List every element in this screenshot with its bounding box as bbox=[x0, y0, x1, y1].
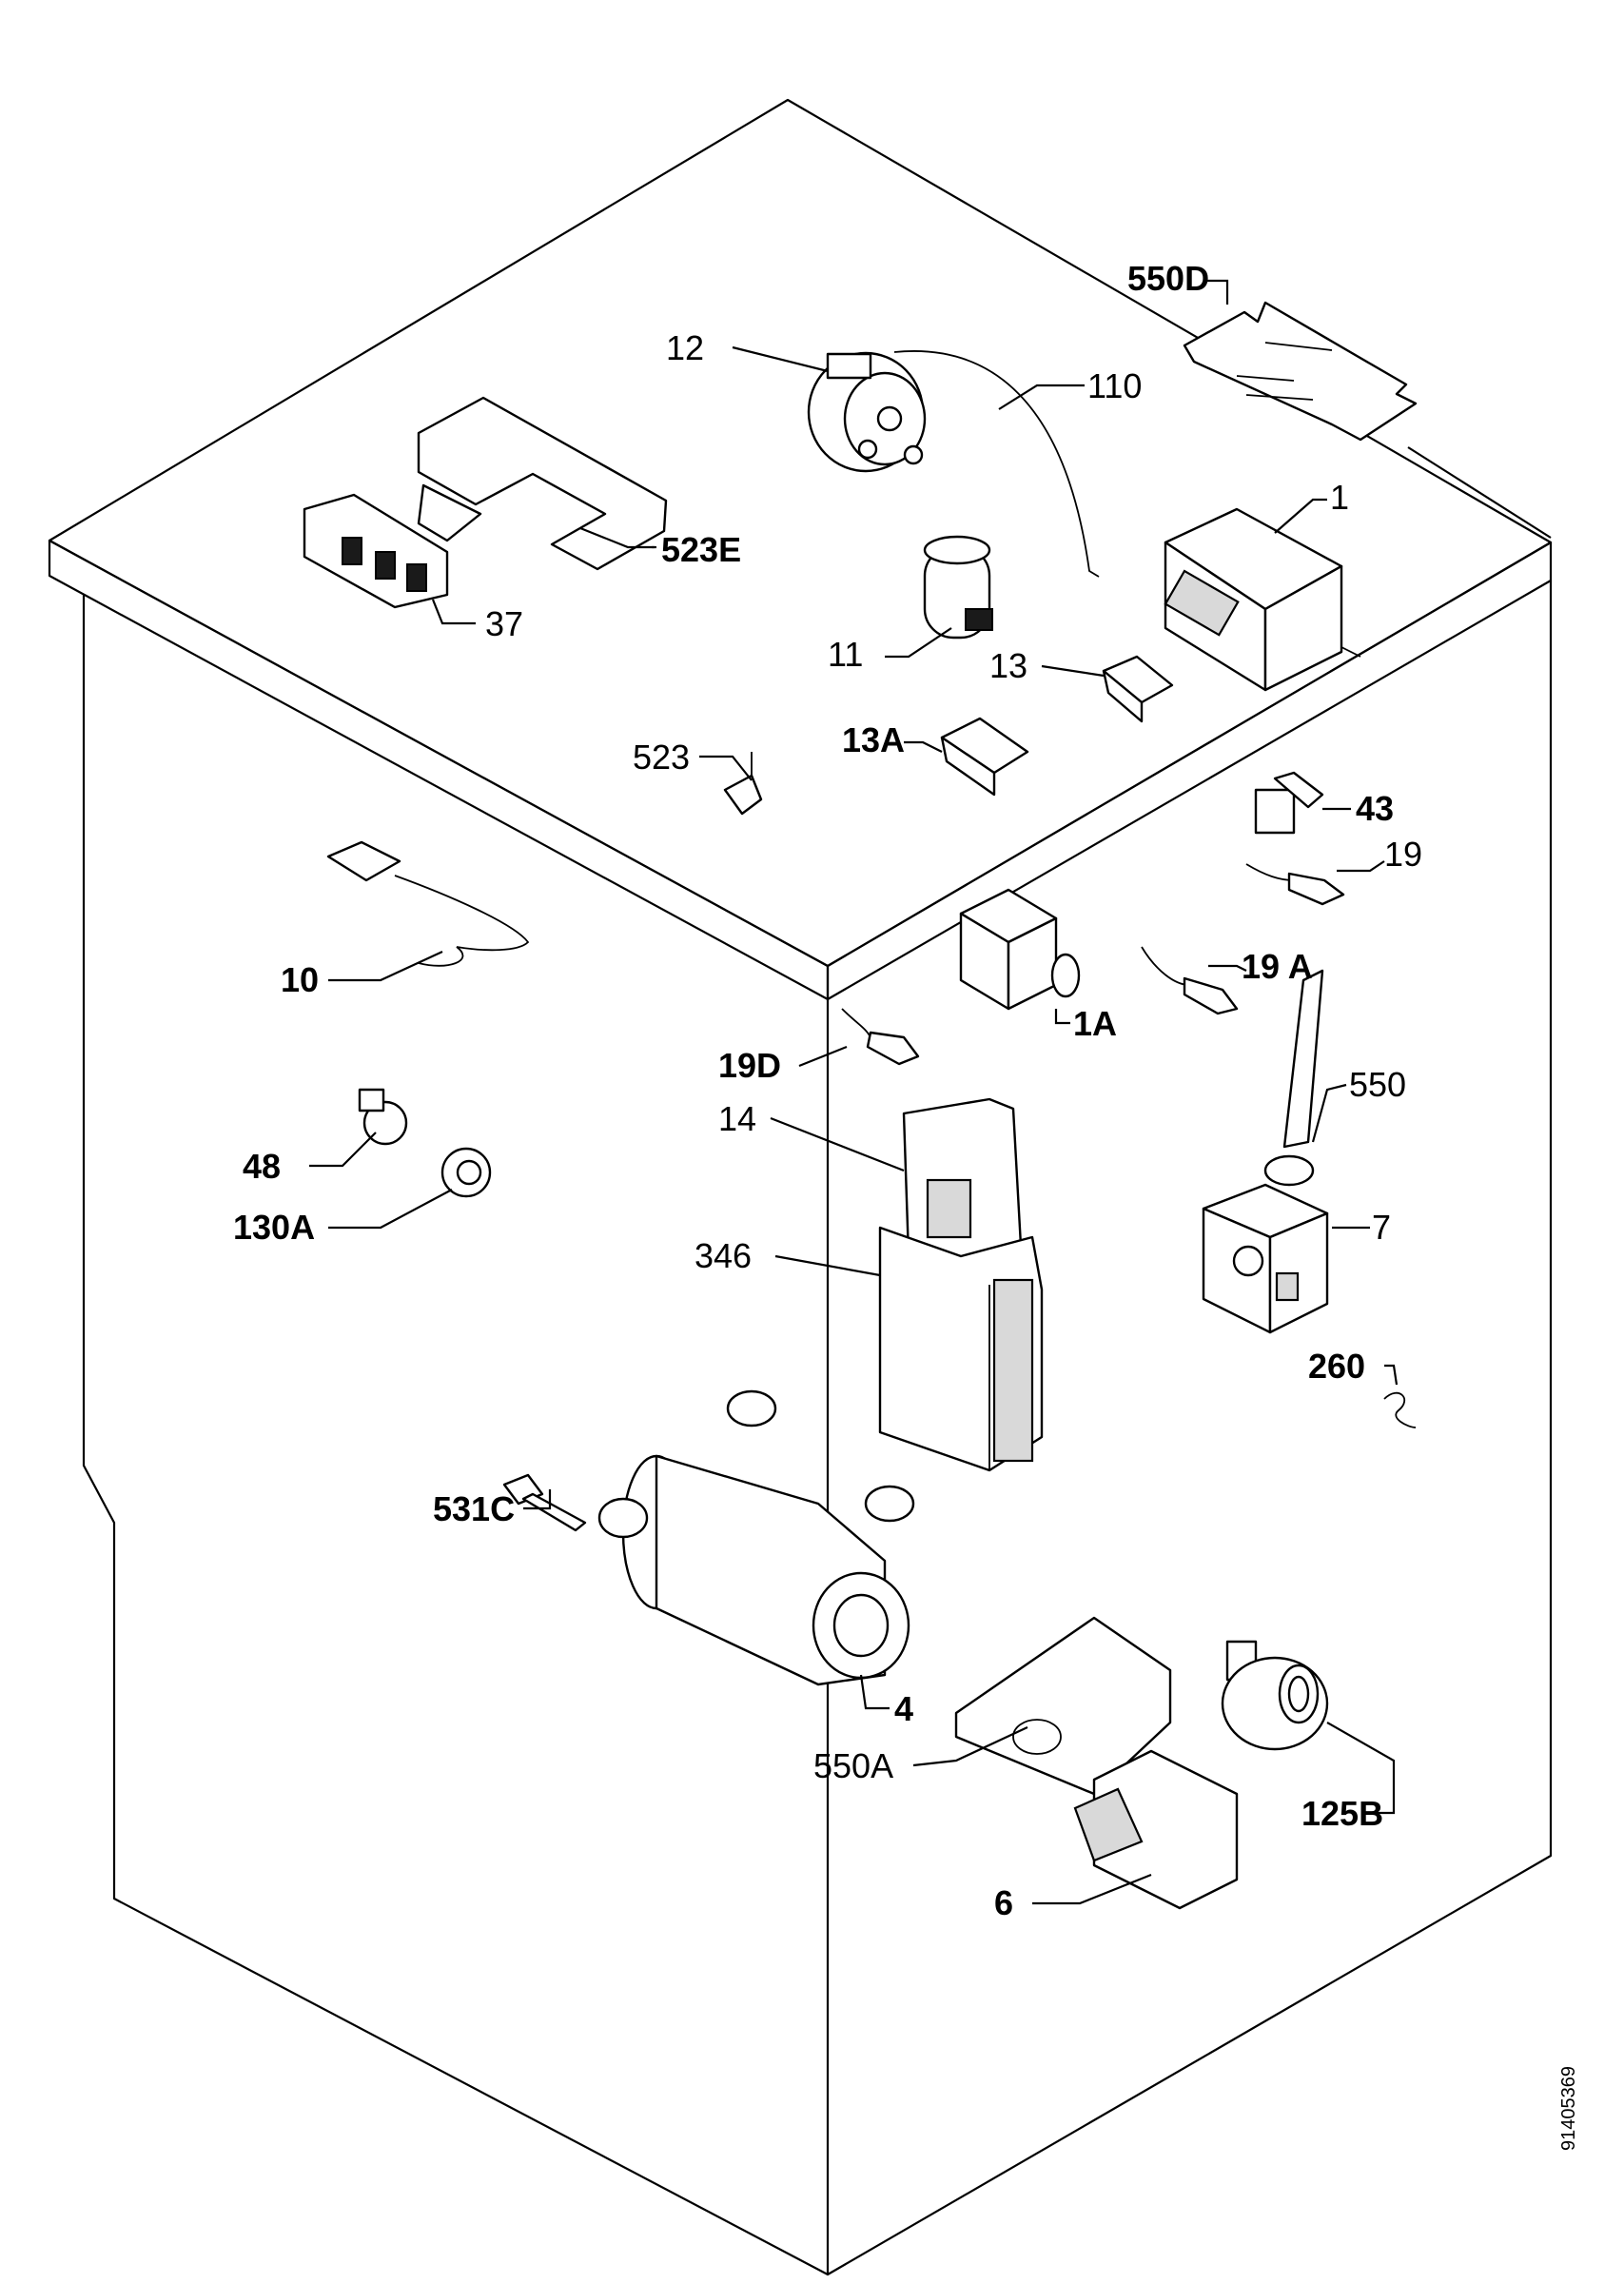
label-130A: 130A bbox=[233, 1208, 315, 1247]
part-19A-sensor bbox=[1141, 946, 1239, 1015]
label-550A: 550A bbox=[813, 1746, 893, 1785]
label-10: 10 bbox=[281, 960, 319, 999]
part-13A-connector bbox=[940, 717, 1029, 797]
label-48: 48 bbox=[243, 1147, 281, 1186]
part-43-thermostat bbox=[1254, 771, 1324, 835]
label-11: 11 bbox=[828, 635, 863, 674]
part-13-connector bbox=[1102, 655, 1174, 723]
part-4-motor bbox=[597, 1389, 915, 1686]
label-1: 1 bbox=[1330, 478, 1349, 517]
label-19A: 19 A bbox=[1242, 947, 1313, 986]
label-523E: 523E bbox=[661, 530, 741, 569]
part-11-capacitor bbox=[923, 535, 993, 640]
label-260: 260 bbox=[1308, 1347, 1365, 1386]
part-125B-o-ring bbox=[1278, 1664, 1320, 1724]
label-7: 7 bbox=[1372, 1208, 1391, 1247]
part-12-pressure-switch bbox=[807, 351, 927, 473]
label-4: 4 bbox=[894, 1689, 913, 1728]
label-19: 19 bbox=[1384, 835, 1422, 874]
label-550: 550 bbox=[1349, 1065, 1406, 1104]
label-531C: 531C bbox=[433, 1489, 515, 1528]
part-550-lever bbox=[1263, 969, 1324, 1187]
label-125B: 125B bbox=[1301, 1794, 1383, 1833]
part-130A-nut bbox=[440, 1147, 492, 1198]
part-550D-cover-plate bbox=[1183, 301, 1418, 442]
part-37-terminal-block bbox=[303, 493, 449, 609]
leader-lines bbox=[309, 279, 1399, 1905]
label-43: 43 bbox=[1356, 789, 1394, 828]
part-523-clip bbox=[723, 752, 763, 816]
label-13A: 13A bbox=[842, 720, 905, 759]
part-14-drawer-handle bbox=[902, 1097, 1025, 1287]
part-6-drain-pump bbox=[1073, 1640, 1329, 1910]
part-523E-bracket bbox=[417, 396, 668, 571]
label-13: 13 bbox=[989, 646, 1027, 685]
label-37: 37 bbox=[485, 604, 523, 643]
part-1-programmer-timer bbox=[1164, 507, 1361, 692]
label-523: 523 bbox=[633, 738, 690, 777]
part-346-dispenser bbox=[878, 1226, 1044, 1472]
part-550A-foam-block bbox=[954, 1616, 1172, 1796]
label-19D: 19D bbox=[718, 1046, 781, 1085]
callout-labels: 550D 12 110 523E 37 1 11 13 13A 523 43 1… bbox=[233, 259, 1422, 1922]
part-7-door-lock bbox=[1202, 1183, 1329, 1334]
label-346: 346 bbox=[695, 1236, 752, 1275]
part-110-hose bbox=[893, 350, 1100, 578]
part-19D-sensor bbox=[841, 1008, 920, 1066]
label-12: 12 bbox=[666, 328, 704, 367]
part-260-spring bbox=[1383, 1391, 1417, 1428]
part-1A-selector-switch bbox=[959, 888, 1081, 1011]
label-1A: 1A bbox=[1073, 1004, 1117, 1043]
label-14: 14 bbox=[718, 1099, 756, 1138]
label-110: 110 bbox=[1087, 366, 1142, 405]
label-550D: 550D bbox=[1127, 259, 1209, 298]
part-19-sensor bbox=[1245, 863, 1345, 906]
part-531C-screw bbox=[502, 1473, 587, 1532]
cabinet-outline bbox=[48, 98, 1553, 2276]
label-6: 6 bbox=[994, 1883, 1013, 1922]
document-number: 91405369 bbox=[1558, 2066, 1579, 2151]
part-48-indicator-lamp bbox=[358, 1088, 408, 1146]
part-10-heating-element bbox=[326, 840, 530, 967]
